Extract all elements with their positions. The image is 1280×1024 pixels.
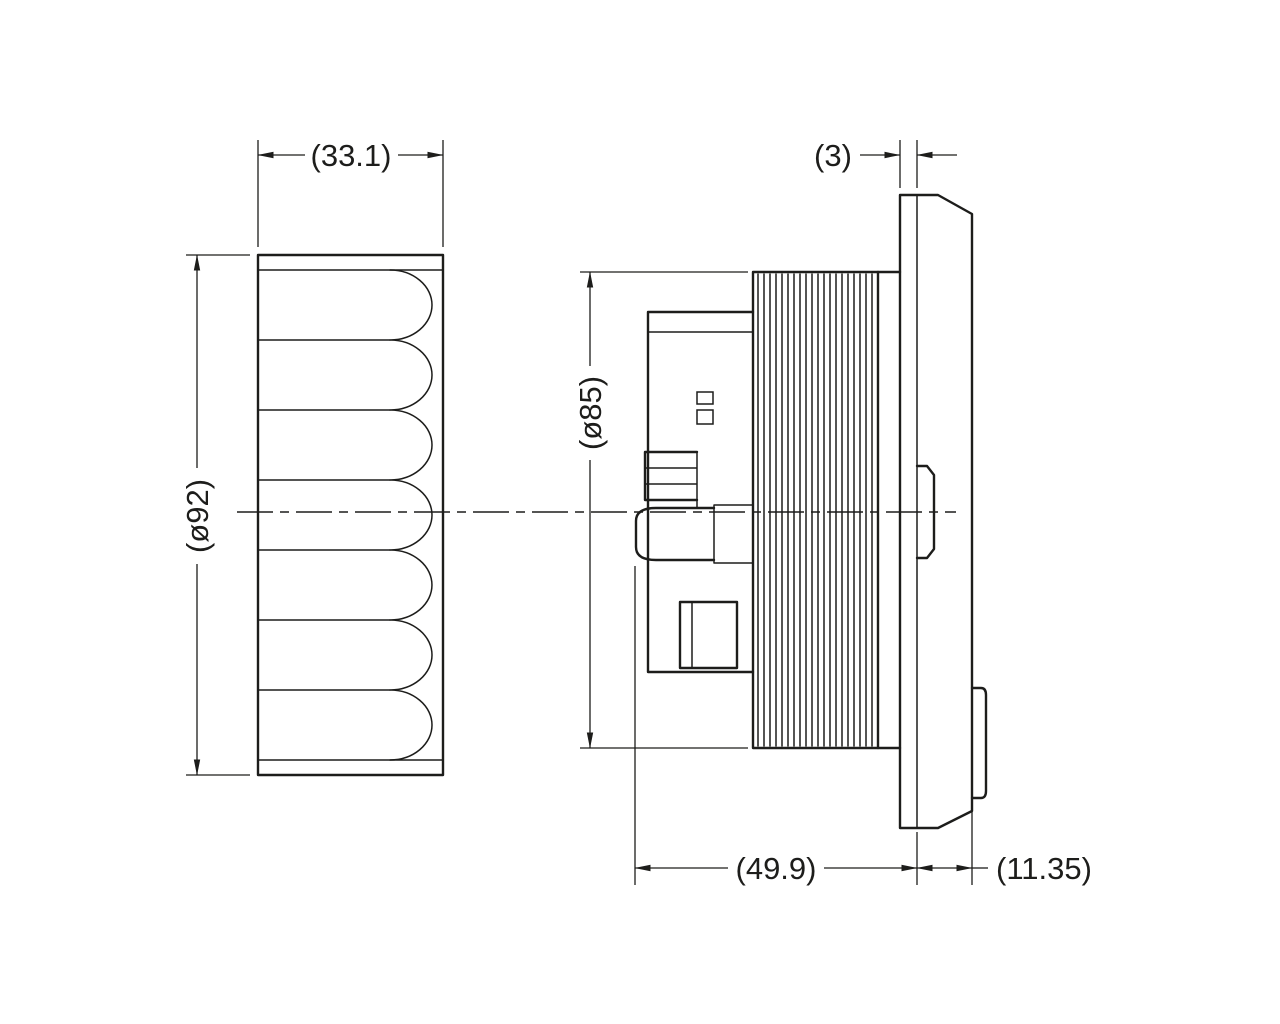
bezel-latch — [915, 464, 936, 560]
housing-outline — [646, 310, 755, 674]
center-pin-capsule — [634, 506, 716, 562]
terminal-upper — [643, 450, 699, 502]
dim-label-nut-diameter: (ø92) — [180, 479, 215, 553]
knurl-lobe-arcs — [389, 269, 433, 761]
dim-label-thread-diameter: (ø85) — [573, 376, 608, 450]
dimension-nut-diameter: (ø92) — [180, 254, 250, 776]
thread-lines — [757, 273, 873, 747]
dim-label-rear-depth: (49.9) — [736, 851, 817, 886]
nut-rim-lines — [257, 269, 444, 761]
dimension-front-depth: (11.35) — [916, 802, 1092, 886]
dimension-nut-width: (33.1) — [257, 138, 444, 247]
center-pin-collar — [713, 504, 754, 564]
side-view-connector — [634, 193, 988, 830]
collar-lines — [876, 270, 902, 750]
threaded-barrel — [751, 270, 880, 750]
terminal-lower — [678, 600, 739, 670]
dimension-panel-thickness: (3) — [814, 138, 957, 188]
collar — [876, 270, 902, 750]
ext-lines-thread-diameter — [580, 271, 748, 749]
dimension-thread-diameter: (ø85) — [573, 271, 748, 749]
dim-label-panel-thickness: (3) — [814, 138, 852, 173]
ext-lines-rear-depth — [634, 566, 918, 885]
nut-outline — [256, 253, 445, 777]
bezel-bottom-tab — [970, 686, 988, 800]
dimension-rear-depth: (49.9) — [634, 566, 918, 886]
ext-lines-panel-thickness — [899, 140, 918, 188]
dim-label-front-depth: (11.35) — [996, 851, 1092, 886]
rear-housing — [634, 310, 755, 674]
terminal-upper-lines — [644, 451, 698, 509]
front-view-knurled-nut — [256, 253, 445, 777]
dim-label-nut-width: (33.1) — [311, 138, 392, 173]
housing-slot-marks — [696, 391, 714, 425]
knurl-lobe-separators — [257, 339, 391, 691]
